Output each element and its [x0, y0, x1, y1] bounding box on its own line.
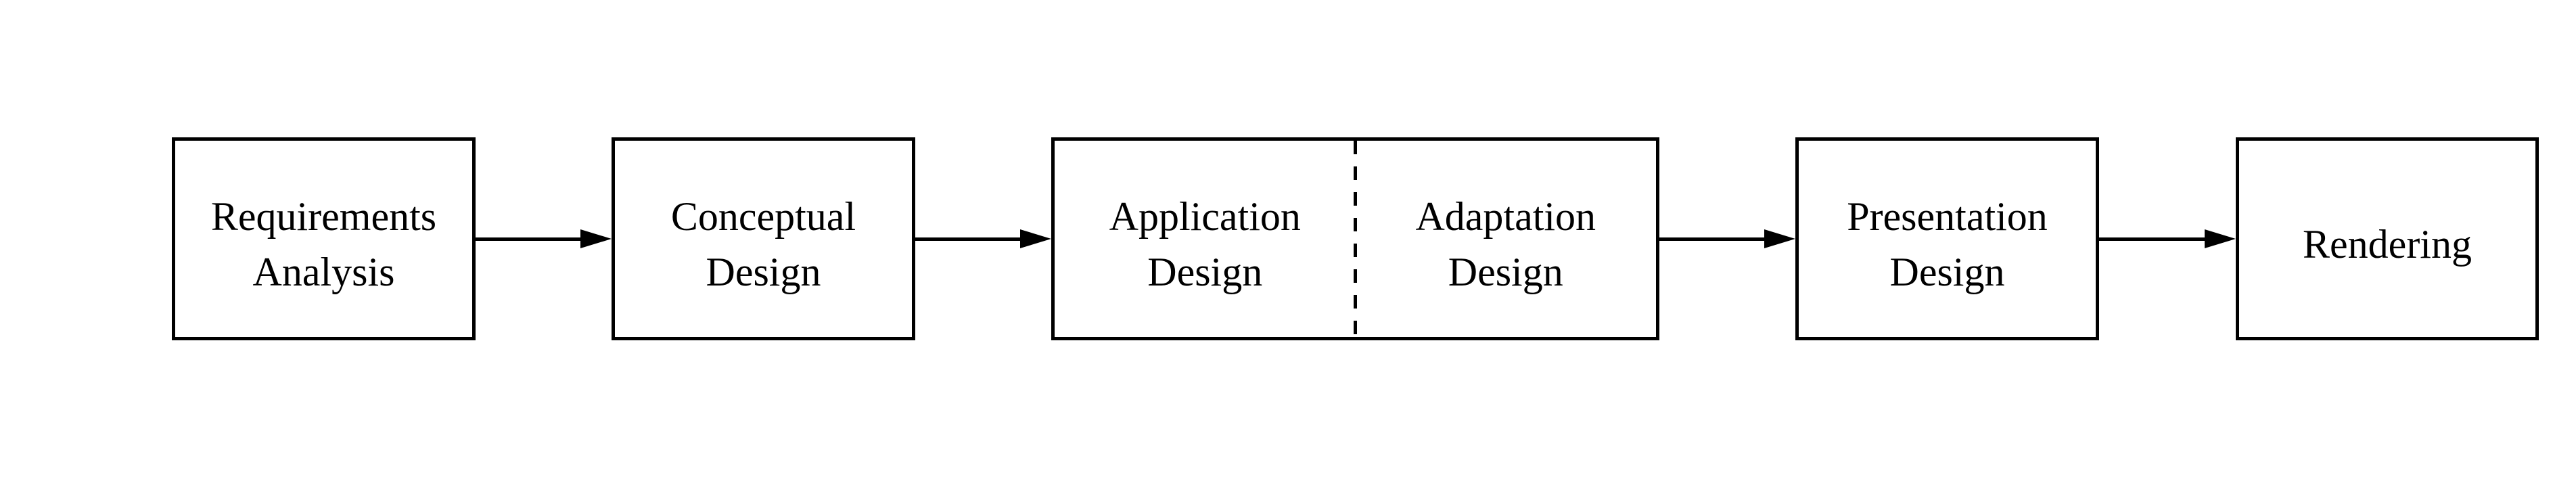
arrow-shaft — [476, 237, 586, 241]
node-adaptation-design-label: Adaptation Design — [1415, 178, 1596, 300]
label-line: Requirements — [210, 194, 437, 239]
label-line: Design — [1147, 250, 1263, 294]
label-line: Design — [1448, 250, 1563, 294]
label-line: Design — [1889, 250, 2005, 294]
label-line: Conceptual — [670, 194, 856, 239]
node-rendering: Rendering — [2236, 137, 2539, 340]
flow-arrow-4 — [2099, 229, 2236, 248]
flow-arrow-2 — [915, 229, 1051, 248]
label-line: Adaptation — [1415, 194, 1596, 239]
node-presentation-design-label: Presentation Design — [1847, 178, 2048, 300]
arrow-shaft — [915, 237, 1026, 241]
arrow-head-icon — [580, 229, 612, 248]
label-line: Rendering — [2303, 222, 2472, 267]
label-line: Design — [706, 250, 821, 294]
node-adaptation-design: Adaptation Design — [1356, 141, 1657, 337]
node-presentation-design: Presentation Design — [1795, 137, 2099, 340]
arrow-head-icon — [1764, 229, 1795, 248]
arrow-shaft — [1659, 237, 1770, 241]
dashed-divider — [1354, 141, 1357, 337]
flow-arrow-3 — [1659, 229, 1795, 248]
node-requirements-analysis-label: Requirements Analysis — [211, 178, 436, 300]
label-line: Analysis — [252, 250, 395, 294]
node-conceptual-design-label: Conceptual Design — [671, 178, 856, 300]
node-application-design: Application Design — [1055, 141, 1356, 337]
node-application-design-label: Application Design — [1109, 178, 1301, 300]
label-line: Application — [1109, 194, 1301, 239]
flow-arrow-1 — [476, 229, 612, 248]
node-requirements-analysis: Requirements Analysis — [172, 137, 476, 340]
node-conceptual-design: Conceptual Design — [612, 137, 915, 340]
node-rendering-label: Rendering — [2303, 206, 2472, 272]
arrow-head-icon — [1020, 229, 1051, 248]
node-application-adaptation-design: Application Design Adaptation Design — [1051, 137, 1659, 340]
arrow-head-icon — [2205, 229, 2236, 248]
arrow-shaft — [2099, 237, 2210, 241]
label-line: Presentation — [1847, 194, 2048, 239]
